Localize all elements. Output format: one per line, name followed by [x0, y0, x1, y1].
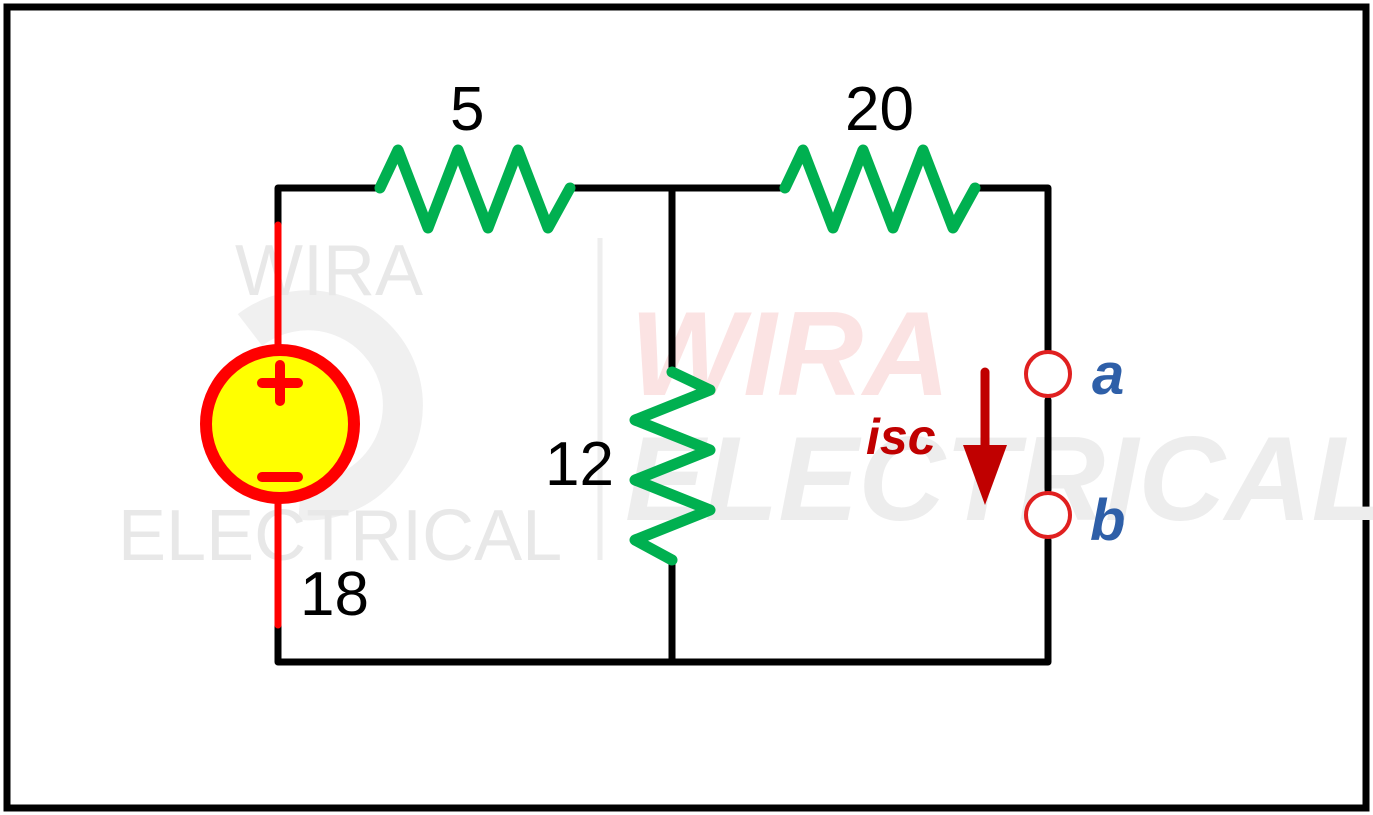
wire-top-right	[971, 184, 1052, 354]
resistor-20-label: 20	[845, 75, 914, 144]
source-circle	[200, 344, 360, 504]
watermark-big: WIRA ELECTRICAL	[625, 287, 1373, 546]
resistor-5	[374, 144, 576, 234]
terminal-b	[1024, 491, 1072, 539]
wire-top-left	[274, 184, 384, 229]
terminal-a-label: a	[1092, 342, 1124, 407]
watermark-small: WIRA ELECTRICAL	[118, 231, 603, 576]
wire-bottom	[274, 536, 1052, 666]
arrow-down-icon	[963, 445, 1007, 505]
terminal-a	[1024, 350, 1072, 398]
current-label: isc	[866, 409, 936, 465]
source-label: 18	[300, 560, 369, 629]
watermark-small-line1: WIRA	[235, 231, 423, 311]
resistor-12	[629, 366, 716, 566]
current-arrow	[963, 367, 1007, 505]
terminal-b-label: b	[1090, 488, 1125, 553]
resistor-20	[779, 144, 981, 234]
resistor-5-label: 5	[450, 75, 484, 144]
watermark-logo-arc	[237, 290, 423, 521]
voltage-source	[200, 221, 360, 629]
watermark-big-line2: ELECTRICAL	[625, 412, 1373, 546]
resistor-12-label: 12	[545, 430, 614, 499]
wires	[274, 184, 1052, 666]
watermark-small-line2: ELECTRICAL	[118, 496, 562, 576]
